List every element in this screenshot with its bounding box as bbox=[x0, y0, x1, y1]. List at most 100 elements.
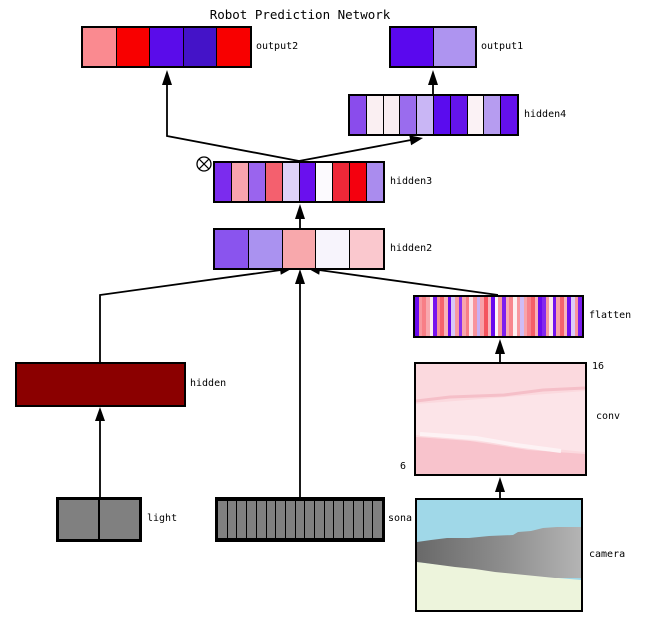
arrow-sonar-to-hidden2 bbox=[295, 269, 305, 497]
cell bbox=[433, 28, 475, 66]
cell bbox=[545, 297, 550, 336]
circle-times-icon bbox=[196, 156, 212, 172]
cell bbox=[333, 163, 351, 201]
cell bbox=[367, 163, 384, 201]
cell bbox=[316, 230, 351, 268]
label-camera: camera bbox=[589, 549, 626, 560]
layer-hidden4 bbox=[348, 94, 519, 136]
cell bbox=[17, 364, 184, 405]
output1-cells bbox=[391, 28, 475, 66]
cell bbox=[282, 230, 317, 268]
cell bbox=[538, 297, 542, 336]
cell bbox=[516, 297, 521, 336]
cell bbox=[467, 96, 485, 134]
cell bbox=[256, 500, 267, 539]
hidden3-cells bbox=[215, 163, 384, 201]
layer-output2 bbox=[81, 26, 252, 68]
cell bbox=[305, 500, 316, 539]
layer-hidden2 bbox=[213, 228, 385, 270]
cell bbox=[373, 500, 382, 539]
cell bbox=[418, 297, 423, 336]
cell bbox=[218, 500, 228, 539]
cell bbox=[316, 163, 334, 201]
layer-hidden bbox=[15, 362, 186, 407]
arrow-conv-to-flatten bbox=[495, 339, 505, 362]
cell bbox=[116, 28, 151, 66]
label-hidden3: hidden3 bbox=[390, 176, 433, 187]
layer-conv bbox=[414, 362, 587, 476]
cell bbox=[265, 163, 283, 201]
cell bbox=[366, 96, 384, 134]
output2-cells bbox=[83, 28, 250, 66]
cell bbox=[247, 500, 257, 539]
layer-sonar bbox=[215, 497, 385, 542]
cell bbox=[531, 297, 535, 336]
conv-bottom-band bbox=[416, 437, 585, 474]
cell bbox=[422, 297, 426, 336]
label-output1: output1 bbox=[481, 41, 524, 52]
cell bbox=[400, 96, 418, 134]
layer-camera bbox=[415, 498, 583, 612]
cell bbox=[299, 163, 317, 201]
cell bbox=[417, 96, 434, 134]
cell bbox=[454, 297, 459, 336]
cell bbox=[295, 500, 306, 539]
camera-gray-band bbox=[417, 527, 581, 578]
label-flatten: flatten bbox=[589, 310, 632, 321]
cell bbox=[483, 297, 488, 336]
cell bbox=[505, 297, 510, 336]
label-hidden2: hidden2 bbox=[390, 243, 433, 254]
cell bbox=[556, 297, 560, 336]
cell bbox=[440, 297, 444, 336]
cell bbox=[520, 297, 524, 336]
cell bbox=[567, 297, 571, 336]
camera-ground bbox=[417, 562, 581, 610]
cell bbox=[237, 500, 248, 539]
layer-light bbox=[56, 497, 142, 542]
arrow-hidden2-to-hidden3 bbox=[295, 204, 305, 228]
cell bbox=[465, 297, 470, 336]
cell bbox=[433, 297, 437, 336]
cell bbox=[425, 297, 430, 336]
cell bbox=[215, 230, 249, 268]
cell bbox=[363, 500, 374, 539]
label-sonar: sona bbox=[388, 513, 413, 524]
cell bbox=[509, 297, 513, 336]
cell bbox=[487, 297, 492, 336]
cell bbox=[450, 96, 468, 134]
cell bbox=[353, 500, 364, 539]
cell bbox=[433, 96, 451, 134]
cell bbox=[574, 297, 579, 336]
cell bbox=[462, 297, 466, 336]
cell bbox=[324, 500, 335, 539]
cell bbox=[501, 96, 517, 134]
label-output2: output2 bbox=[256, 41, 299, 52]
cell bbox=[383, 96, 401, 134]
cell bbox=[447, 297, 452, 336]
cell bbox=[476, 297, 481, 336]
cell bbox=[523, 297, 528, 336]
cell bbox=[436, 297, 441, 336]
label-conv-dim-6: 6 bbox=[400, 461, 407, 472]
cell bbox=[512, 297, 517, 336]
cell bbox=[527, 297, 531, 336]
cell bbox=[491, 297, 495, 336]
cell bbox=[498, 297, 502, 336]
camera-image bbox=[417, 500, 581, 610]
cell bbox=[350, 96, 367, 134]
cell bbox=[227, 500, 238, 539]
hidden4-cells bbox=[350, 96, 517, 134]
cell bbox=[282, 163, 300, 201]
cell bbox=[549, 297, 553, 336]
cell bbox=[534, 297, 539, 336]
light-cells bbox=[59, 500, 139, 539]
cell bbox=[334, 500, 345, 539]
layer-hidden3 bbox=[213, 161, 385, 203]
sonar-cells bbox=[218, 500, 382, 539]
cell bbox=[266, 500, 277, 539]
arrow-hidden4-to-output1 bbox=[428, 70, 438, 94]
label-hidden: hidden bbox=[190, 378, 227, 389]
cell bbox=[563, 297, 568, 336]
cell bbox=[415, 297, 419, 336]
hidden2-cells bbox=[215, 230, 383, 268]
